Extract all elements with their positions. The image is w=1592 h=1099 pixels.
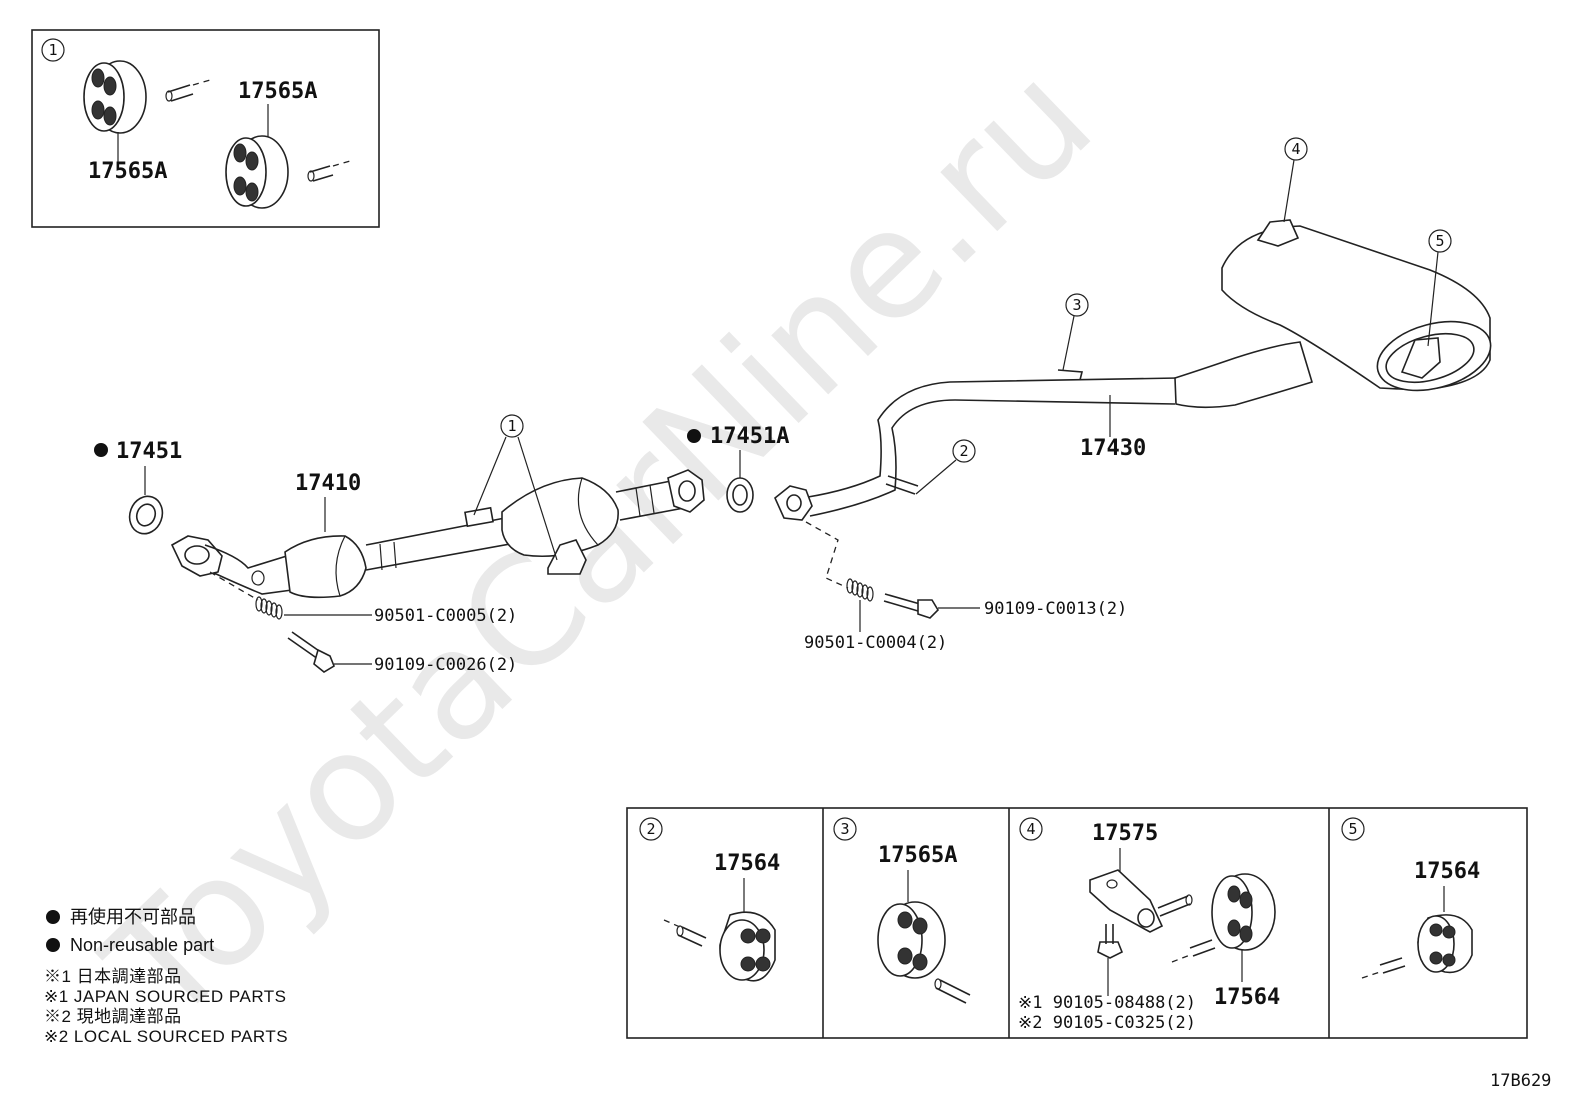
tail-pipe-muffler-17430 — [774, 219, 1492, 521]
part-label-17565A-lower: 17565A — [88, 159, 167, 184]
detail-panel-5: 5 17564 — [1341, 817, 1480, 979]
part-label-17451A: 17451A — [710, 424, 789, 449]
panel-number: 5 — [1348, 820, 1357, 838]
rubber-hanger-icon — [719, 911, 776, 982]
rear-spring-bolt: 90501-C0004(2) 90109-C0013(2) — [804, 521, 1127, 653]
legend-non-reusable-en: Non-reusable part — [70, 935, 214, 955]
pin-icon — [307, 160, 351, 182]
panel-number: 3 — [840, 820, 849, 838]
part-label-17565A-upper: 17565A — [238, 79, 317, 104]
non-reusable-dot-icon — [94, 443, 108, 457]
front-spring-bolt: 90501-C0005(2) 90109-C0026(2) — [209, 571, 517, 675]
part-label-17430: 17430 — [1080, 436, 1146, 461]
rubber-hanger-icon — [1211, 873, 1276, 951]
inset-number: 1 — [48, 41, 57, 59]
part-label-17564: 17564 — [1414, 859, 1480, 884]
callout-3: 3 — [1062, 293, 1089, 371]
part-label-17564: 17564 — [714, 851, 780, 876]
bolt-icon — [883, 593, 940, 619]
rubber-hanger-icon — [1417, 914, 1473, 974]
spring-icon — [846, 578, 874, 602]
part-label-17565A: 17565A — [878, 843, 957, 868]
gasket-17451A: 17451A — [687, 424, 789, 513]
legend-note2-en: ※2 LOCAL SOURCED PARTS — [44, 1027, 288, 1046]
part-label-90105-C0325: ※2 90105-C0325(2) — [1018, 1013, 1196, 1033]
non-reusable-dot-icon — [46, 910, 60, 924]
callout-number: 5 — [1435, 232, 1444, 250]
callout-5: 5 — [1427, 229, 1452, 347]
legend-note1-en: ※1 JAPAN SOURCED PARTS — [44, 987, 287, 1006]
legend-non-reusable-jp: 再使用不可部品 — [70, 907, 196, 927]
callout-1-hangers: 1 — [473, 414, 558, 561]
legend: 再使用不可部品 Non-reusable part ※1 日本調達部品 ※1 J… — [44, 907, 288, 1046]
legend-note1-jp: ※1 日本調達部品 — [44, 967, 182, 986]
panel-number: 2 — [646, 820, 655, 838]
pin-icon — [1171, 939, 1216, 963]
detail-panel-3: 3 17565A — [833, 817, 971, 1004]
spring-icon — [255, 596, 283, 620]
part-label-17451: 17451 — [116, 439, 182, 464]
non-reusable-dot-icon — [687, 429, 701, 443]
detail-panel-4: 4 17575 ※1 90105-08488(2) ※2 90105-C0325… — [1018, 817, 1280, 1033]
part-label-90105-08488: ※1 90105-08488(2) — [1018, 993, 1196, 1013]
pin-icon — [165, 79, 211, 102]
rubber-hanger-icon — [83, 60, 147, 134]
detail-panels: 2 17564 3 17565A — [626, 807, 1528, 1039]
rubber-hanger-icon — [225, 135, 289, 209]
part-label-17410: 17410 — [295, 471, 361, 496]
part-label-17575: 17575 — [1092, 821, 1158, 846]
pin-icon — [1361, 957, 1406, 979]
part-label-90109-C0013: 90109-C0013(2) — [984, 599, 1127, 619]
front-exhaust-pipe-17410: 17410 — [170, 469, 705, 599]
callout-number: 4 — [1291, 140, 1300, 158]
callout-number: 3 — [1072, 296, 1081, 314]
bolt-icon — [287, 631, 335, 673]
part-label-90501-C0004: 90501-C0004(2) — [804, 633, 947, 653]
diagram-code: 17B629 — [1490, 1071, 1551, 1091]
gasket-17451: 17451 — [94, 439, 182, 535]
callout-4: 4 — [1283, 137, 1308, 223]
legend-note2-jp: ※2 現地調達部品 — [44, 1007, 182, 1026]
non-reusable-dot-icon — [46, 938, 60, 952]
rubber-hanger-icon — [877, 901, 946, 979]
callout-number: 1 — [507, 417, 516, 435]
pin-icon — [663, 919, 707, 947]
part-label-17564: 17564 — [1214, 985, 1280, 1010]
part-label-90501-C0005: 90501-C0005(2) — [374, 606, 517, 626]
inset-hangers: 1 17565A 17565A — [31, 29, 380, 228]
bracket-icon — [1089, 869, 1193, 933]
callout-number: 2 — [959, 442, 968, 460]
pin-icon — [934, 978, 971, 1004]
panel-number: 4 — [1026, 820, 1035, 838]
detail-panel-2: 2 17564 — [639, 817, 780, 982]
callout-2: 2 — [915, 439, 976, 495]
bolt-icon — [1097, 924, 1124, 959]
part-label-90109-C0026: 90109-C0026(2) — [374, 655, 517, 675]
